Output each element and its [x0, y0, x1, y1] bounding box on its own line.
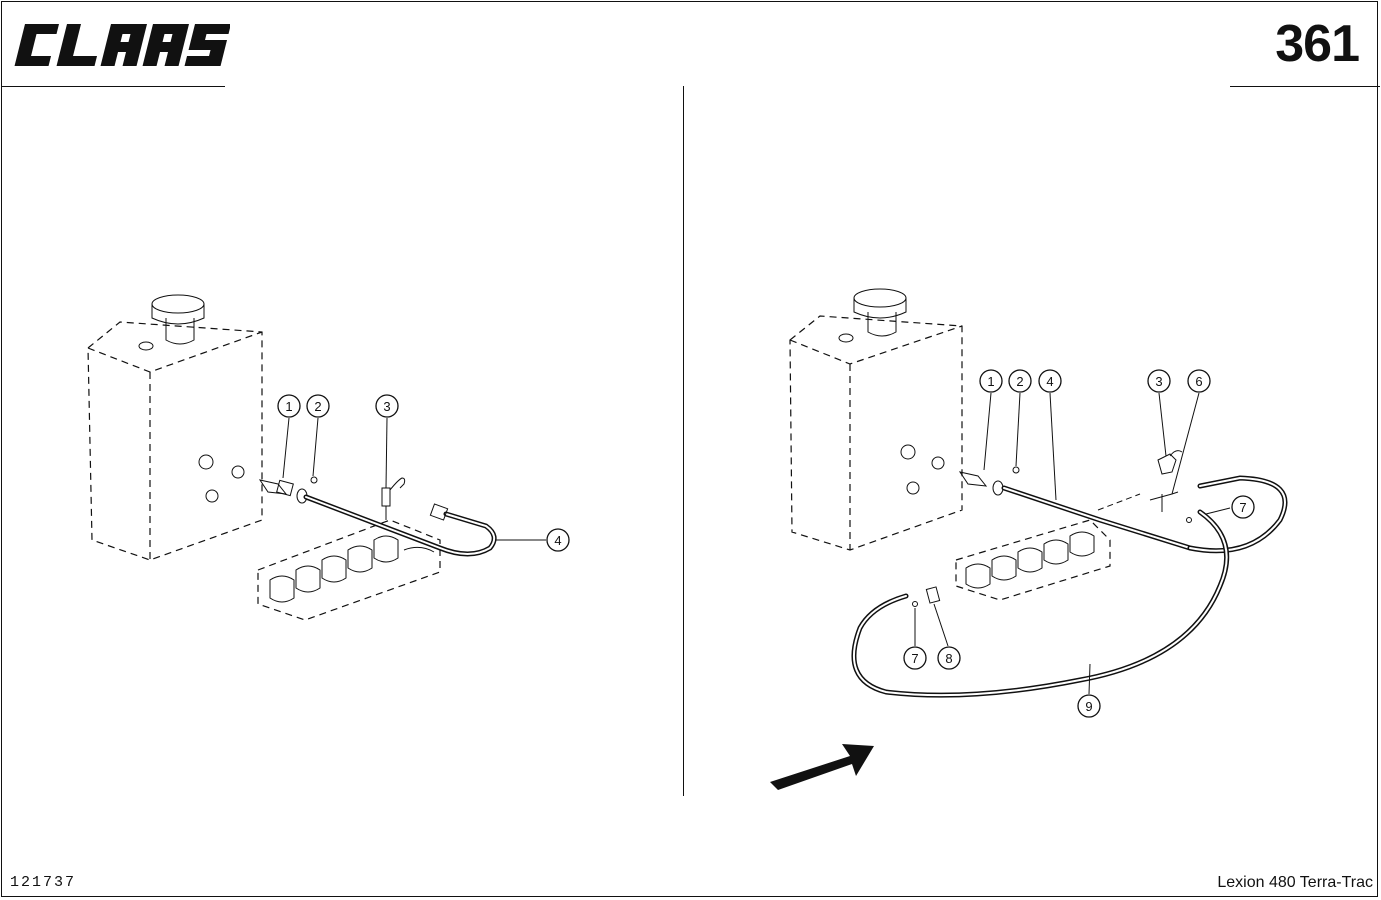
callout-6: 6 [1187, 369, 1211, 393]
hydraulic-tank [87, 294, 263, 561]
right-exploded-view [770, 288, 1288, 790]
right-callouts: 1 2 4 3 6 7 7 8 9 [903, 369, 1255, 718]
svg-text:6: 6 [1195, 374, 1202, 389]
control-valve-block [257, 519, 441, 621]
callout-1: 1 [277, 394, 301, 418]
svg-text:8: 8 [945, 651, 952, 666]
fitting-parts [258, 476, 406, 520]
claas-logo [14, 24, 230, 66]
svg-text:7: 7 [911, 651, 918, 666]
svg-text:7: 7 [1239, 500, 1246, 515]
svg-text:4: 4 [1046, 374, 1053, 389]
header-rule-left [1, 86, 225, 87]
callout-4: 4 [546, 528, 570, 552]
svg-text:2: 2 [1016, 374, 1023, 389]
left-exploded-view [87, 294, 546, 621]
leader-lines [282, 417, 546, 541]
callout-2: 2 [1008, 369, 1032, 393]
callout-1: 1 [979, 369, 1003, 393]
hydraulic-hoses [851, 475, 1288, 698]
callout-8: 8 [937, 646, 961, 670]
callout-9: 9 [1077, 694, 1101, 718]
svg-text:9: 9 [1085, 699, 1092, 714]
callout-2: 2 [306, 394, 330, 418]
svg-text:4: 4 [554, 533, 561, 548]
page-number: 361 [1275, 15, 1360, 73]
svg-text:1: 1 [285, 399, 292, 414]
hydraulic-tank [789, 288, 963, 551]
forward-arrow-icon [770, 744, 874, 790]
model-name: Lexion 480 Terra-Trac [1217, 874, 1373, 891]
callout-7-lower: 7 [903, 646, 927, 670]
callout-7-upper: 7 [1231, 495, 1255, 519]
hydraulic-hose [303, 494, 497, 557]
callout-4: 4 [1038, 369, 1062, 393]
leader-lines [914, 392, 1231, 695]
left-callouts: 1 2 3 4 [277, 394, 570, 552]
document-code: 121737 [10, 874, 77, 891]
control-valve-block [955, 519, 1111, 601]
svg-text:3: 3 [1155, 374, 1162, 389]
svg-text:1: 1 [987, 374, 994, 389]
callout-3: 3 [375, 394, 399, 418]
header-rule-right [1230, 86, 1380, 87]
view-divider [683, 86, 684, 796]
svg-text:2: 2 [314, 399, 321, 414]
callout-3: 3 [1147, 369, 1171, 393]
svg-text:3: 3 [383, 399, 390, 414]
